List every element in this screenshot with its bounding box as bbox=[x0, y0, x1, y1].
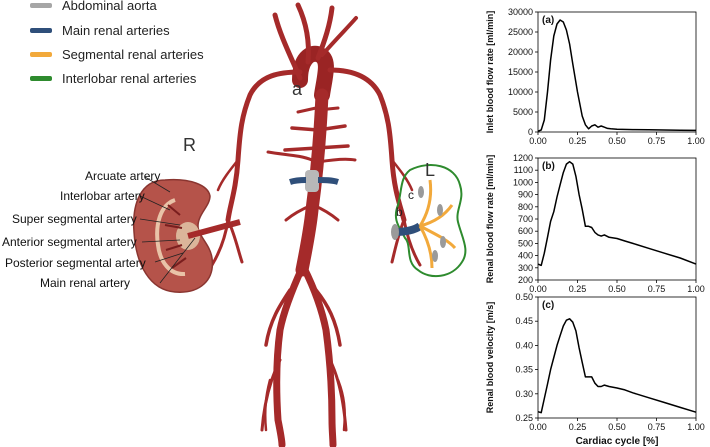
series-line bbox=[537, 19, 697, 132]
x-tick-label: 0.25 bbox=[569, 136, 587, 146]
x-tick-label: 0.00 bbox=[529, 136, 547, 146]
label-c: c bbox=[408, 188, 414, 202]
arterial-tree bbox=[210, 2, 422, 447]
y-tick-label: 0.30 bbox=[515, 389, 533, 399]
x-tick-label: 0.75 bbox=[648, 422, 666, 432]
y-tick-label: 1200 bbox=[513, 153, 533, 163]
label-arcuate-artery: Arcuate artery bbox=[85, 169, 161, 183]
abdominal-aorta-segment bbox=[305, 170, 319, 192]
y-tick-label: 0.45 bbox=[515, 316, 533, 326]
label-b: b bbox=[396, 205, 403, 219]
chart-inlet-flow-rate: 0 5000 10000 15000 20000 25000 30000 0.00 0.25 0.… bbox=[485, 7, 705, 146]
y-tick-label: 500 bbox=[518, 238, 533, 248]
label-posterior-segmental-artery: Posterior segmental artery bbox=[5, 256, 146, 270]
y-tick-label: 1000 bbox=[513, 177, 533, 187]
legend-swatch bbox=[30, 2, 52, 8]
legend-label: Main renal arteries bbox=[62, 22, 170, 38]
legend-label: Interlobar renal arteries bbox=[62, 70, 197, 86]
x-tick-label: 1.00 bbox=[687, 422, 705, 432]
y-tick-label: 400 bbox=[518, 251, 533, 261]
x-tick-label: 0.50 bbox=[608, 136, 626, 146]
y-tick-label: 0.50 bbox=[515, 292, 533, 302]
y-tick-label: 200 bbox=[518, 275, 533, 285]
y-tick-label: 1100 bbox=[514, 165, 533, 175]
panel-label: (c) bbox=[542, 300, 554, 311]
label-main-renal-artery: Main renal artery bbox=[40, 276, 131, 290]
legend-item-segmental-renal-arteries: Segmental renal arteries bbox=[30, 45, 204, 63]
main-renal-artery-right bbox=[289, 177, 307, 185]
y-tick-label: 600 bbox=[518, 226, 533, 236]
chart-renal-flow-rate: 200 300 400 500 600 700 800 900 1000 1100 1200 0.00… bbox=[485, 153, 705, 294]
legend-label: Abdominal aorta bbox=[62, 0, 157, 13]
label-super-segmental-artery: Super segmental artery bbox=[12, 212, 137, 226]
kidney-leader-lines bbox=[139, 176, 196, 284]
panel-label: (b) bbox=[542, 161, 555, 172]
x-tick-label: 1.00 bbox=[687, 136, 705, 146]
y-tick-label: 0 bbox=[528, 127, 533, 137]
series-line bbox=[537, 160, 697, 267]
plot-frame bbox=[537, 296, 697, 419]
x-tick-label: 1.00 bbox=[687, 284, 705, 294]
plot-frame bbox=[537, 11, 697, 133]
x-tick-label: 0.00 bbox=[529, 422, 547, 432]
y-tick-label: 25000 bbox=[508, 27, 533, 37]
label-a: a bbox=[292, 79, 303, 99]
y-tick-label: 0.25 bbox=[515, 413, 533, 423]
legend-item-main-renal-arteries: Main renal arteries bbox=[30, 21, 170, 39]
x-axis-label: Cardiac cycle [%] bbox=[576, 436, 659, 447]
y-tick-label: 900 bbox=[518, 190, 533, 200]
y-tick-label: 5000 bbox=[513, 107, 533, 117]
x-tick-label: 0.50 bbox=[608, 422, 626, 432]
label-side-left: L bbox=[425, 160, 436, 180]
y-tick-label: 300 bbox=[518, 263, 533, 273]
legend-item-abdominal-aorta: Abdominal aorta bbox=[30, 0, 157, 14]
y-tick-label: 20000 bbox=[508, 47, 533, 57]
y-tick-label: 700 bbox=[518, 214, 533, 224]
x-tick-label: 0.25 bbox=[569, 422, 587, 432]
y-axis-label: Renal blood velocity [m/s] bbox=[485, 302, 495, 414]
panel-label: (a) bbox=[542, 15, 554, 26]
main-renal-artery-left bbox=[317, 177, 339, 185]
right-kidney bbox=[132, 178, 241, 293]
x-tick-label: 0.25 bbox=[569, 284, 587, 294]
legend-label: Segmental renal arteries bbox=[62, 46, 204, 62]
label-interlobar-artery: Interlobar artery bbox=[60, 189, 145, 203]
label-anterior-segmental-artery: Anterior segmental artery bbox=[2, 235, 137, 249]
y-tick-label: 0.40 bbox=[515, 340, 533, 350]
legend-swatch bbox=[30, 51, 52, 57]
x-tick-label: 0.50 bbox=[608, 284, 626, 294]
arterial-tree-illustration bbox=[132, 2, 467, 447]
series-line bbox=[537, 318, 697, 414]
y-tick-label: 15000 bbox=[508, 67, 533, 77]
x-tick-label: 0.75 bbox=[648, 284, 666, 294]
legend-item-interlobar-renal-arteries: Interlobar renal arteries bbox=[30, 69, 196, 87]
y-tick-label: 0.35 bbox=[515, 365, 533, 375]
x-tick-label: 0.75 bbox=[648, 136, 666, 146]
label-side-right: R bbox=[183, 135, 196, 155]
y-axis-label: Renal blood flow rate [ml/min] bbox=[485, 155, 495, 284]
y-tick-label: 10000 bbox=[508, 87, 533, 97]
left-kidney-schematic bbox=[391, 164, 467, 278]
legend-swatch bbox=[30, 27, 52, 33]
y-tick-label: 30000 bbox=[508, 7, 533, 17]
x-tick-label: 0.00 bbox=[529, 284, 547, 294]
legend-swatch bbox=[30, 75, 52, 81]
y-axis-label: Inlet blood flow rate [ml/min] bbox=[485, 11, 495, 134]
y-tick-label: 800 bbox=[518, 202, 533, 212]
